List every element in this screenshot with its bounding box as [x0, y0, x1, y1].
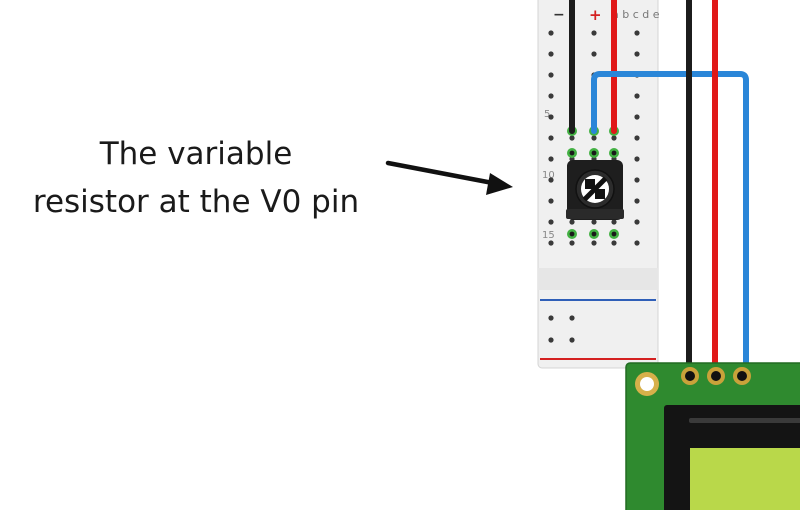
- breadboard-hole: [569, 219, 575, 225]
- row-label-5: 5: [544, 109, 550, 120]
- breadboard-hole: [548, 177, 554, 183]
- breadboard-hole: [634, 219, 640, 225]
- connected-hole-center: [591, 231, 597, 237]
- breadboard-hole: [591, 240, 597, 246]
- rail-hole: [548, 315, 554, 321]
- lcd-module: [625, 362, 800, 510]
- breadboard-hole: [591, 51, 597, 57]
- breadboard-hole: [591, 30, 597, 36]
- breadboard-hole: [634, 198, 640, 204]
- breadboard-hole: [634, 114, 640, 120]
- breadboard-hole: [591, 135, 597, 141]
- column-letters: a b c d e: [612, 8, 660, 21]
- breadboard-hole: [548, 30, 554, 36]
- breadboard-hole: [634, 240, 640, 246]
- rail-holes: [548, 315, 575, 343]
- breadboard-hole: [634, 177, 640, 183]
- caption-line-1: The variable: [99, 136, 293, 172]
- rail-hole: [569, 315, 575, 321]
- rail-minus-label: −: [553, 7, 565, 23]
- caption-line-2: resistor at the V0 pin: [32, 184, 360, 220]
- row-label-10: 10: [542, 170, 555, 181]
- row-label-15: 15: [542, 230, 555, 241]
- breadboard-hole: [634, 30, 640, 36]
- breadboard-hole: [548, 72, 554, 78]
- arrow-icon: [385, 160, 513, 195]
- breadboard-hole: [634, 93, 640, 99]
- connected-hole-center: [611, 150, 617, 156]
- breadboard-hole: [591, 219, 597, 225]
- breadboard-hole: [548, 135, 554, 141]
- breadboard-hole: [634, 51, 640, 57]
- breadboard-hole: [569, 240, 575, 246]
- breadboard-hole: [548, 114, 554, 120]
- breadboard-hole: [634, 156, 640, 162]
- breadboard-hole: [548, 93, 554, 99]
- rail-plus-label: +: [589, 6, 602, 24]
- connected-hole-center: [569, 231, 575, 237]
- connected-hole-center: [569, 150, 575, 156]
- breadboard-hole: [548, 219, 554, 225]
- caption: The variable resistor at the V0 pin: [14, 130, 378, 226]
- breadboard-hole: [611, 135, 617, 141]
- rail-hole: [569, 337, 575, 343]
- breadboard-hole: [548, 240, 554, 246]
- blue-wire-v0: [591, 71, 749, 378]
- lcd-pin-pads: [681, 367, 751, 385]
- rail-hole: [548, 337, 554, 343]
- breadboard-hole: [548, 198, 554, 204]
- breadboard-hole: [548, 51, 554, 57]
- breadboard-hole: [634, 135, 640, 141]
- breadboard-hole: [611, 219, 617, 225]
- lcd-screen: [690, 448, 800, 510]
- connected-hole-center: [591, 150, 597, 156]
- connected-hole-center: [611, 231, 617, 237]
- breadboard-hole: [569, 135, 575, 141]
- wires: [569, 0, 749, 378]
- potentiometer-icon: [566, 160, 624, 220]
- breadboard-hole: [548, 156, 554, 162]
- breadboard-hole: [611, 240, 617, 246]
